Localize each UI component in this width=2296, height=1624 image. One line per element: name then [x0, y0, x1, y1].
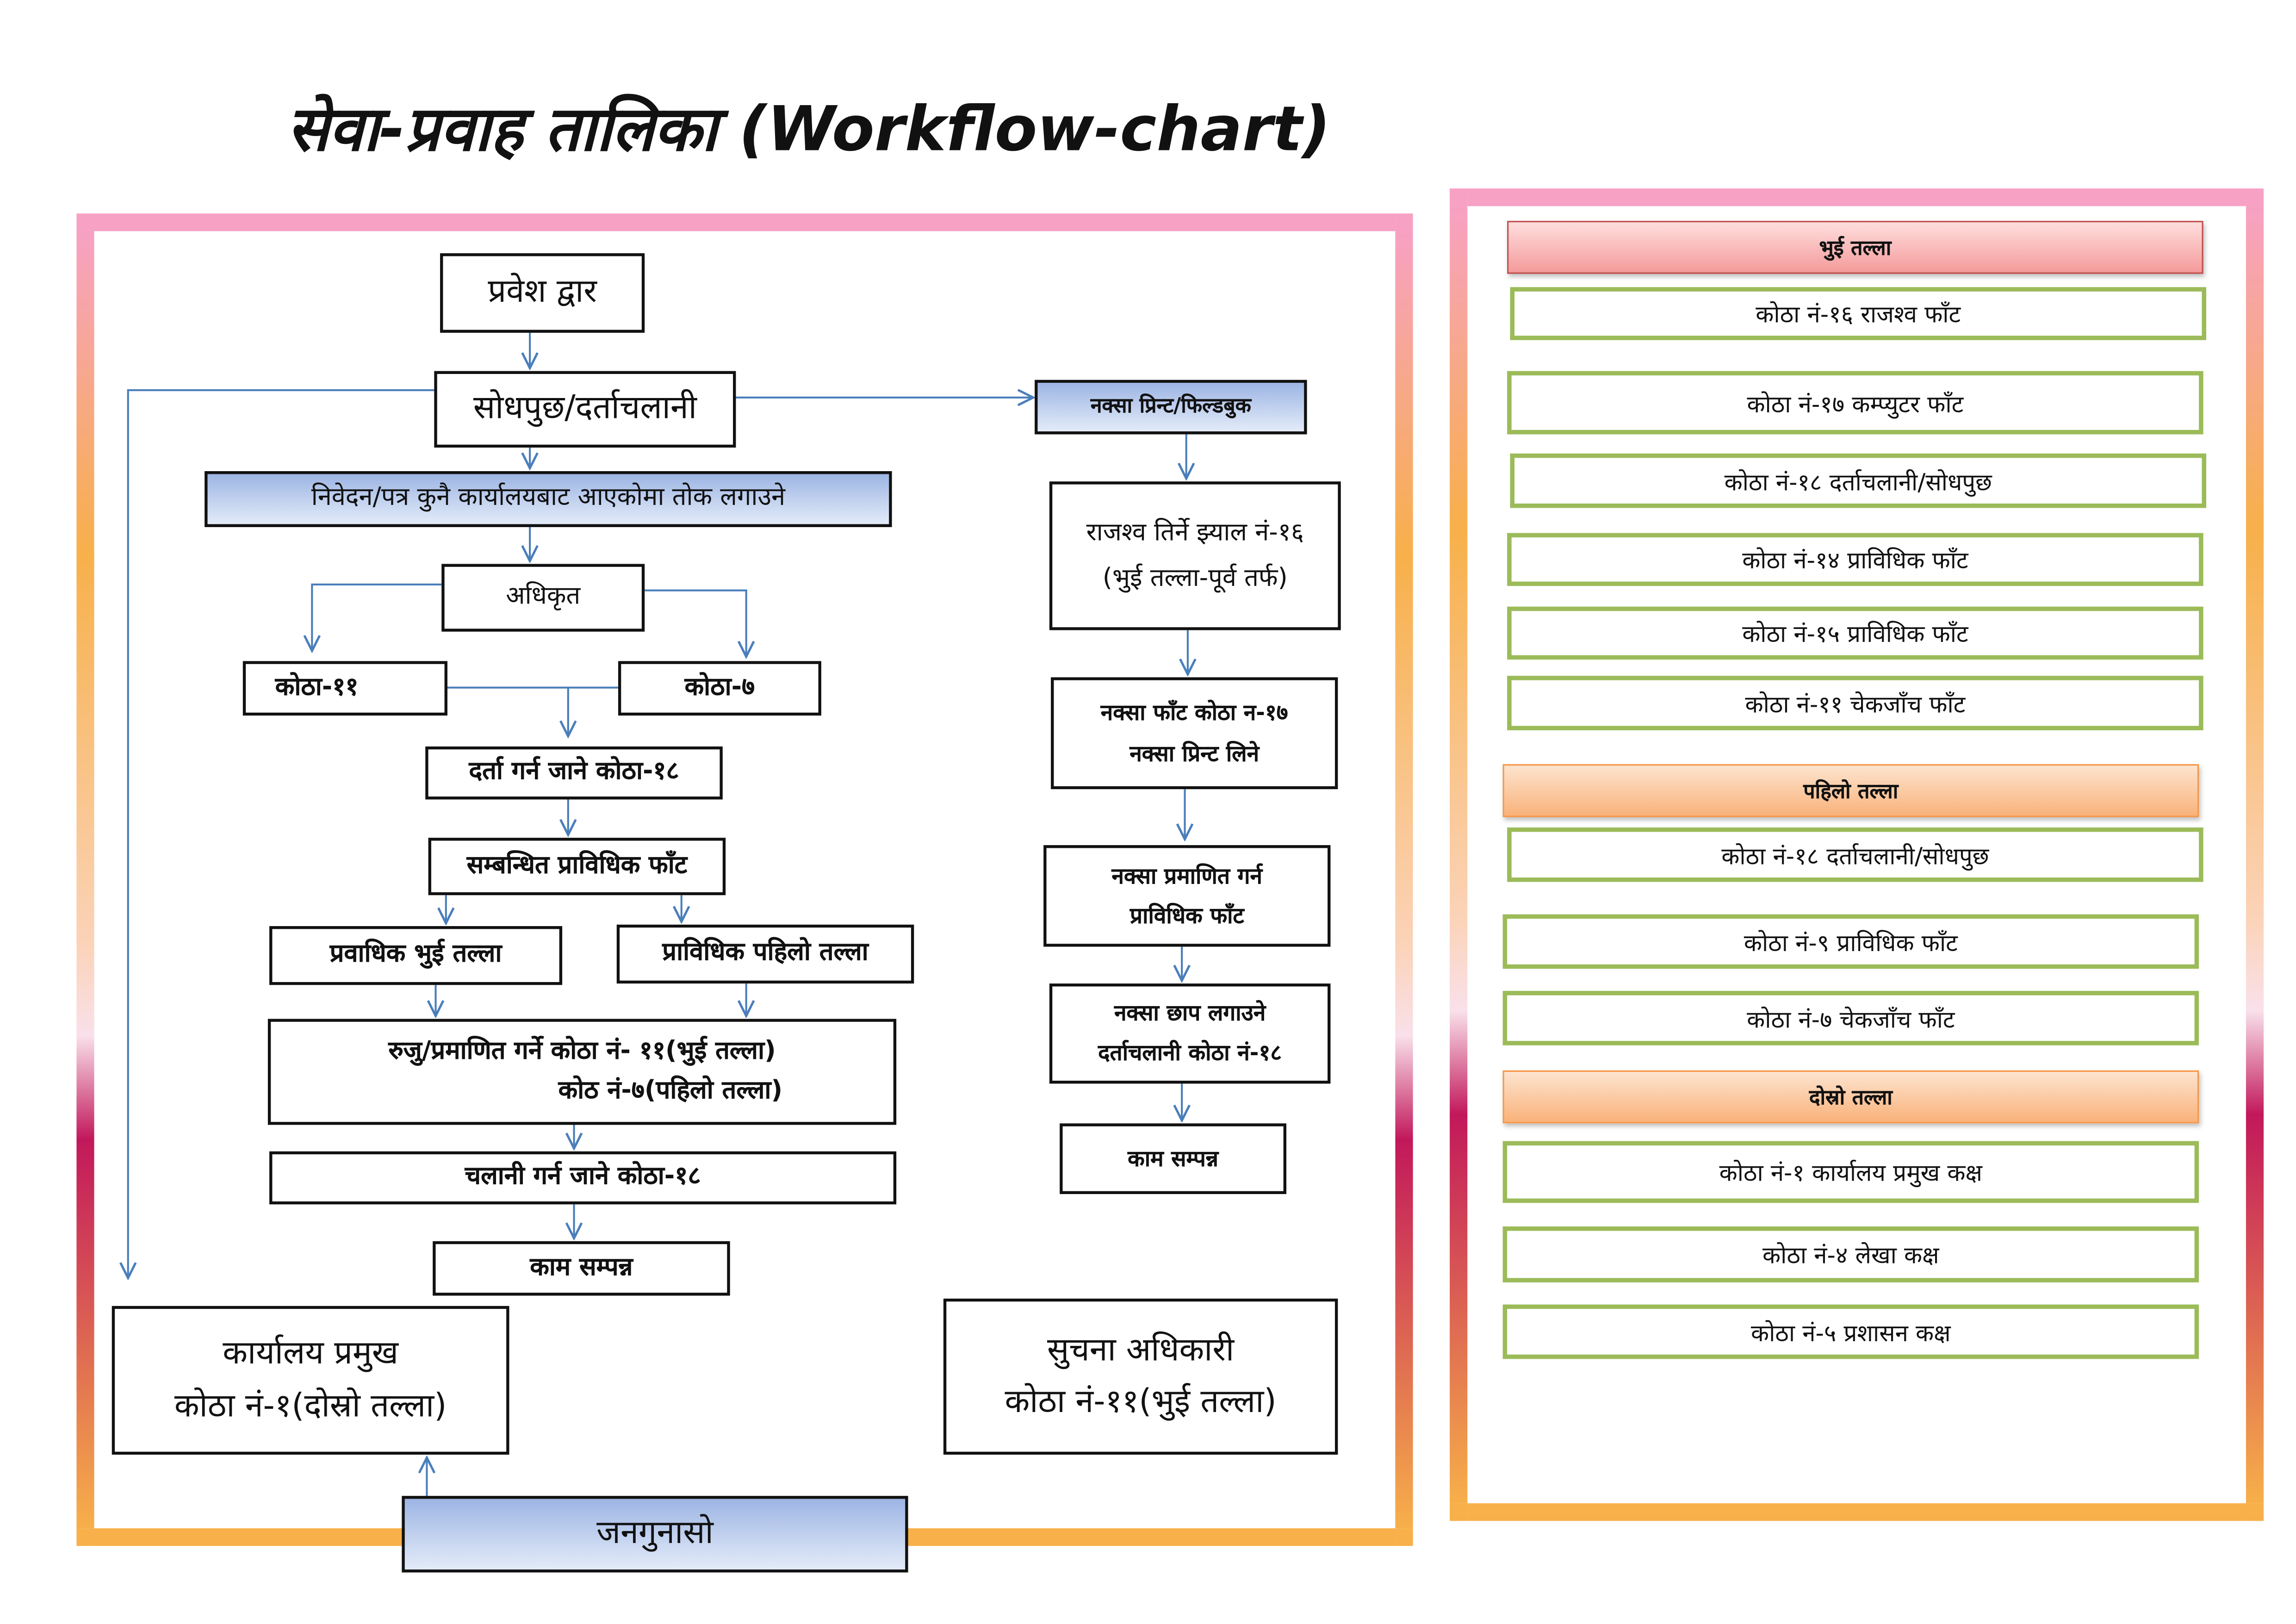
office-head-box: कार्यालय प्रमुख कोठा नं-१(दोस्रो तल्ला) — [112, 1306, 509, 1455]
done-left-box: काम सम्पन्न — [433, 1241, 730, 1296]
map-print-box: नक्सा प्रिन्ट/फिल्डबुक — [1035, 380, 1307, 435]
map-stamp-line1: नक्सा छाप लगाउने — [1114, 1000, 1266, 1027]
arrow — [645, 589, 746, 657]
entry-box: प्रवेश द्वार — [440, 253, 645, 333]
verify-box: रुजु/प्रमाणित गर्ने कोठा नं- ११(भुई तल्ल… — [267, 1019, 897, 1125]
register18-box: दर्ता गर्न जाने कोठा-१८ — [425, 746, 723, 800]
done-right-box: काम सम्पन्न — [1060, 1123, 1287, 1195]
revenue-box: राजश्व तिर्ने झ्याल नं-१६ (भुई तल्ला-पूर… — [1049, 481, 1341, 630]
directory-item: कोठा नं-७ चेकजाँच फाँट — [1502, 991, 2199, 1045]
map-branch-line1: नक्सा फाँट कोठा न-१७ — [1100, 698, 1288, 725]
directory-item: कोठा नं-१ कार्यालय प्रमुख कक्ष — [1502, 1141, 2199, 1203]
map-stamp-line2: दर्ताचलानी कोठा नं-१८ — [1098, 1039, 1282, 1066]
dispatch-box: चलानी गर्न जाने कोठा-१८ — [269, 1151, 897, 1205]
application-box: निवेदन/पत्र कुनै कार्यालयबाट आएकोमा तोक … — [205, 471, 892, 527]
map-certify-box: नक्सा प्रमाणित गर्न प्राविधिक फाँट — [1043, 845, 1331, 947]
verify-line2: कोठ नं-७(पहिलो तल्ला) — [558, 1076, 783, 1106]
directory-item: कोठा नं-४ लेखा कक्ष — [1502, 1226, 2199, 1282]
authorized-box: अधिकृत — [441, 564, 645, 632]
directory-item: कोठा नं-१८ दर्ताचलानी/सोधपुछ — [1507, 827, 2203, 882]
directory-item: कोठा नं-१७ कम्प्युटर फाँट — [1507, 371, 2203, 435]
tech-ground-box: प्रवाधिक भुई तल्ला — [269, 926, 563, 985]
map-certify-line1: नक्सा प्रमाणित गर्न — [1111, 862, 1263, 889]
map-branch-box: नक्सा फाँट कोठा न-१७ नक्सा प्रिन्ट लिने — [1051, 677, 1338, 790]
office-head-line1: कार्यालय प्रमुख — [223, 1336, 399, 1373]
directory-item: कोठा नं-९ प्राविधिक फाँट — [1502, 914, 2199, 969]
info-officer-box: सुचना अधिकारी कोठा नं-११(भुई तल्ला) — [943, 1298, 1338, 1455]
complaint-box: जनगुनासो — [402, 1496, 908, 1573]
ground-floor-header: भुई तल्ला — [1507, 221, 2203, 274]
technical-box: सम्बन्धित प्राविधिक फाँट — [428, 838, 726, 896]
room7-box: कोठा-७ — [618, 661, 821, 716]
map-certify-line2: प्राविधिक फाँट — [1130, 902, 1244, 928]
directory-item: कोठा नं-५ प्रशासन कक्ष — [1502, 1304, 2199, 1359]
revenue-line1: राजश्व तिर्ने झ्याल नं-१६ — [1086, 518, 1304, 548]
directory-item: कोठा नं-१४ प्राविधिक फाँट — [1507, 533, 2203, 586]
verify-line1: रुजु/प्रमाणित गर्ने कोठा नं- ११(भुई तल्ल… — [388, 1036, 776, 1066]
info-officer-line1: सुचना अधिकारी — [1047, 1332, 1235, 1369]
directory-item: कोठा नं-१५ प्राविधिक फाँट — [1507, 606, 2203, 660]
directory-item: कोठा नं-११ चेकजाँच फाँट — [1507, 676, 2203, 730]
arrow — [312, 583, 442, 651]
office-head-line2: कोठा नं-१(दोस्रो तल्ला) — [174, 1388, 447, 1425]
second-floor-header: दोस्रो तल्ला — [1502, 1070, 2199, 1124]
map-stamp-box: नक्सा छाप लगाउने दर्ताचलानी कोठा नं-१८ — [1049, 983, 1331, 1084]
arrow — [128, 389, 434, 1278]
directory-item: कोठा नं-१६ राजश्व फाँट — [1510, 287, 2207, 340]
inquiry-box: सोधपुछ/दर्ताचलानी — [434, 371, 736, 448]
info-officer-line2: कोठा नं-११(भुई तल्ला) — [1005, 1384, 1277, 1421]
directory-item: कोठा नं-१८ दर्ताचलानी/सोधपुछ — [1510, 453, 2207, 508]
first-floor-header: पहिलो तल्ला — [1502, 764, 2199, 817]
revenue-line2: (भुई तल्ला-पूर्व तर्फ) — [1102, 563, 1288, 593]
tech-first-box: प्राविधिक पहिलो तल्ला — [616, 924, 914, 984]
room11-box: कोठा-११ — [242, 661, 447, 716]
map-branch-line2: नक्सा प्रिन्ट लिने — [1129, 740, 1260, 767]
page-title: सेवा-प्रवाह तालिका (Workflow-chart) — [287, 93, 1331, 165]
